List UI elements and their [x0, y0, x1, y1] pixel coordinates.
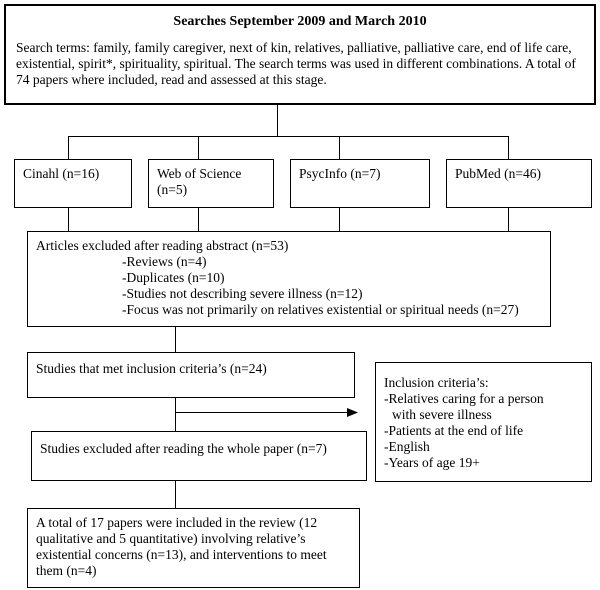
- connector-arrow-shaft: [175, 412, 347, 413]
- connector-psycinfo-up: [339, 136, 340, 159]
- exclusion-item: -Reviews (n=4): [122, 254, 207, 269]
- final-box: A total of 17 papers were included in th…: [27, 508, 360, 588]
- connector-wos-up: [198, 136, 199, 159]
- database-box-web-of-science: Web of Science (n=5): [148, 159, 274, 208]
- met-inclusion-text: Studies that met inclusion criteria’s (n…: [36, 361, 267, 376]
- inclusion-criteria-box: Inclusion criteria’s: -Relatives caring …: [375, 362, 592, 482]
- search-box: Searches September 2009 and March 2010 S…: [4, 4, 596, 105]
- exclusion-item: -Duplicates (n=10): [122, 270, 225, 285]
- connector-horizontal-top: [68, 136, 509, 137]
- connector-pubmed-up: [508, 136, 509, 159]
- database-label: PsycInfo (n=7): [299, 166, 381, 181]
- connector-wos-down: [198, 207, 199, 231]
- connector-cinahl-down: [68, 207, 69, 231]
- inclusion-criteria-heading: Inclusion criteria’s:: [384, 375, 489, 390]
- database-box-pubmed: PubMed (n=46): [446, 159, 592, 208]
- met-inclusion-box: Studies that met inclusion criteria’s (n…: [27, 352, 355, 398]
- excluded-whole-box: Studies excluded after reading the whole…: [31, 431, 367, 481]
- search-box-text: Search terms: family, family caregiver, …: [16, 40, 576, 87]
- database-box-cinahl: Cinahl (n=16): [14, 159, 132, 208]
- arrowhead-right-icon: [347, 408, 358, 417]
- connector-whole-down: [175, 480, 176, 508]
- database-box-psycinfo: PsycInfo (n=7): [290, 159, 430, 208]
- excluded-abstract-heading: Articles excluded after reading abstract…: [36, 238, 289, 253]
- inclusion-criterion: with severe illness: [392, 407, 492, 422]
- connector-pubmed-down: [508, 207, 509, 231]
- connector-search-down: [277, 104, 278, 136]
- connector-met-down: [175, 397, 176, 431]
- inclusion-criterion: -English: [384, 439, 430, 454]
- final-text: A total of 17 papers were included in th…: [36, 515, 327, 578]
- inclusion-criterion: -Patients at the end of life: [384, 423, 524, 438]
- inclusion-criterion: -Years of age 19+: [384, 455, 480, 470]
- connector-psycinfo-down: [339, 207, 340, 231]
- database-label: Web of Science: [157, 166, 242, 181]
- exclusion-item: -Studies not describing severe illness (…: [122, 286, 363, 301]
- excluded-abstract-box: Articles excluded after reading abstract…: [27, 231, 551, 327]
- database-label: PubMed (n=46): [455, 166, 541, 181]
- database-label: Cinahl (n=16): [23, 166, 100, 181]
- inclusion-criterion: -Relatives caring for a person: [384, 391, 544, 406]
- search-box-title: Searches September 2009 and March 2010: [173, 14, 427, 29]
- excluded-whole-text: Studies excluded after reading the whole…: [40, 441, 327, 456]
- connector-excluded-down: [175, 326, 176, 352]
- connector-cinahl-up: [68, 136, 69, 159]
- database-count: (n=5): [157, 182, 188, 197]
- exclusion-item: -Focus was not primarily on relatives ex…: [122, 302, 519, 317]
